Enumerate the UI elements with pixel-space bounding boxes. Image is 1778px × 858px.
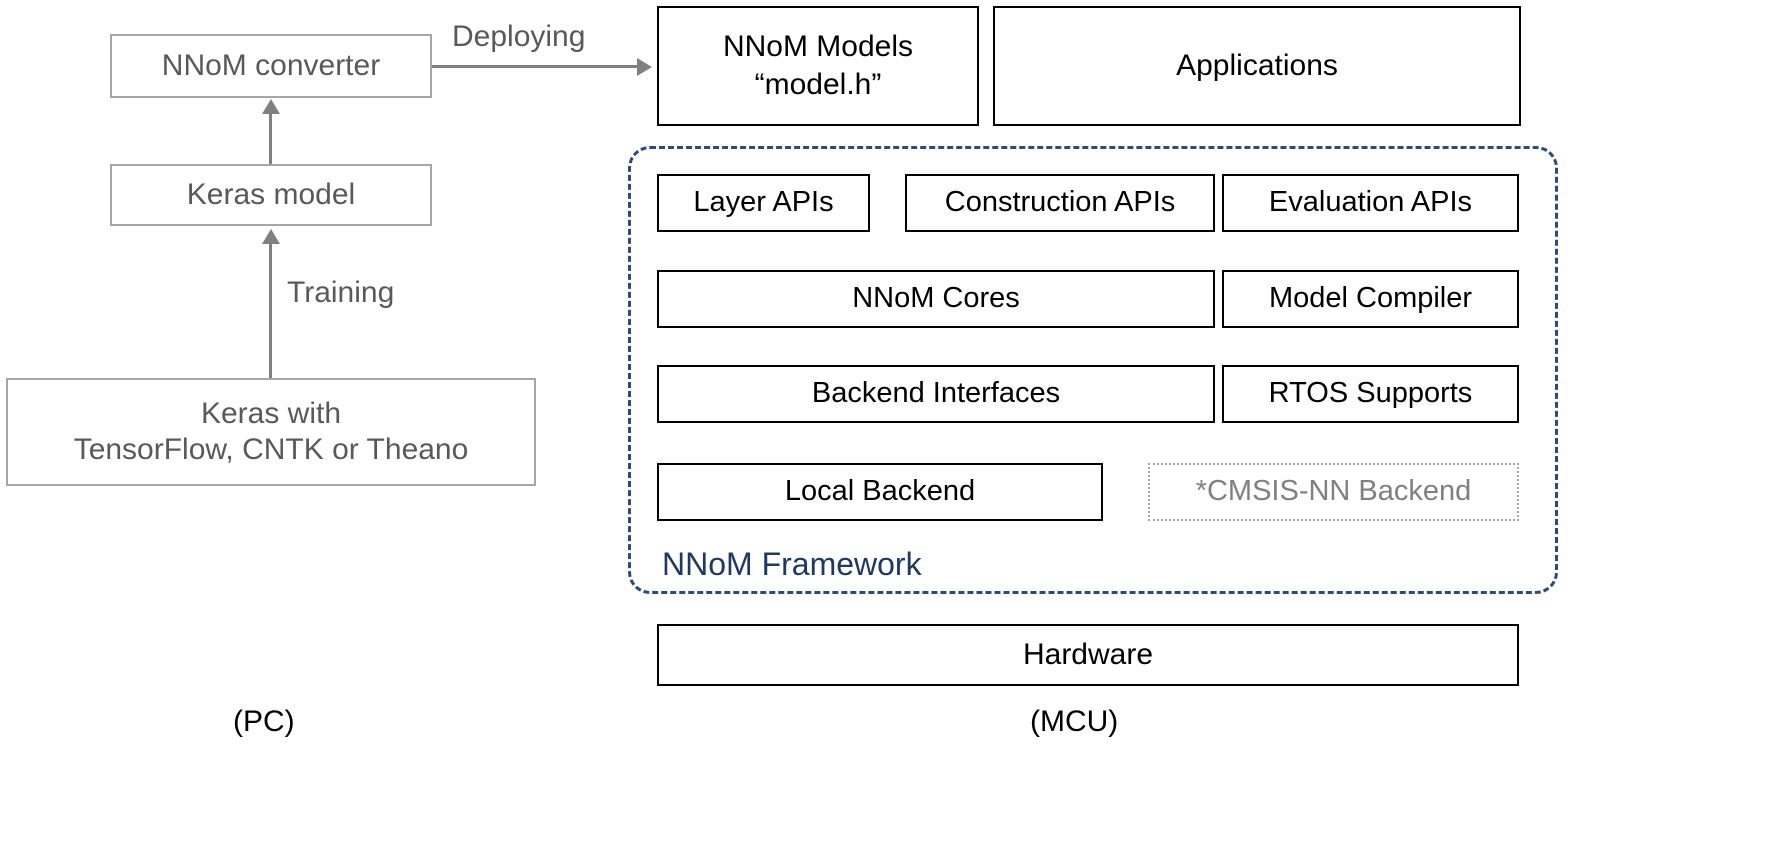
arrow-label-deploying: Deploying [452,20,586,53]
arrow-line-deploying [432,65,637,68]
box-hardware-label: Hardware [1022,637,1154,671]
box-keras-model: Keras model [110,164,432,226]
box-layer-apis-label: Layer APIs [693,186,834,219]
box-backend-interfaces-label: Backend Interfaces [811,377,1061,410]
box-nnom-cores-label: NNoM Cores [852,282,1020,315]
arrow-line-training [269,243,272,378]
box-applications-label: Applications [1176,48,1338,82]
box-construction-apis-label: Construction APIs [944,186,1176,219]
box-nnom-converter-label: NNoM converter [161,48,381,82]
box-cmsis-nn-backend-label: *CMSIS-NN Backend [1195,475,1472,508]
box-backend-interfaces: Backend Interfaces [657,365,1215,423]
framework-name-label: NNoM Framework [662,546,922,582]
box-construction-apis: Construction APIs [905,174,1215,232]
box-evaluation-apis-label: Evaluation APIs [1268,186,1473,219]
box-model-compiler-label: Model Compiler [1268,282,1473,315]
box-model-compiler: Model Compiler [1222,270,1519,328]
box-keras-backends-line2: TensorFlow, CNTK or Theano [73,433,469,466]
box-evaluation-apis: Evaluation APIs [1222,174,1519,232]
box-keras-backends-line1: Keras with [200,396,342,430]
box-rtos-supports: RTOS Supports [1222,365,1519,423]
arrow-head-model-to-converter [262,99,280,114]
box-keras-backends: Keras with TensorFlow, CNTK or Theano [6,378,536,486]
arrow-head-training [262,229,280,244]
platform-label-pc: (PC) [233,705,295,738]
arrow-label-training: Training [287,276,395,309]
box-nnom-cores: NNoM Cores [657,270,1215,328]
arrow-head-deploying [637,58,652,76]
box-local-backend: Local Backend [657,463,1103,521]
box-nnom-models: NNoM Models “model.h” [657,6,979,126]
box-cmsis-nn-backend: *CMSIS-NN Backend [1148,463,1519,521]
box-local-backend-label: Local Backend [784,475,976,508]
box-applications: Applications [993,6,1521,126]
box-keras-model-label: Keras model [186,177,356,211]
box-rtos-supports-label: RTOS Supports [1268,377,1473,410]
framework-container [628,146,1558,594]
arrow-line-model-to-converter [269,112,272,164]
box-layer-apis: Layer APIs [657,174,870,232]
box-nnom-converter: NNoM converter [110,34,432,98]
box-nnom-models-line2: “model.h” [754,68,882,101]
box-nnom-models-line1: NNoM Models [722,29,914,63]
platform-label-mcu: (MCU) [1030,705,1119,738]
box-hardware: Hardware [657,624,1519,686]
